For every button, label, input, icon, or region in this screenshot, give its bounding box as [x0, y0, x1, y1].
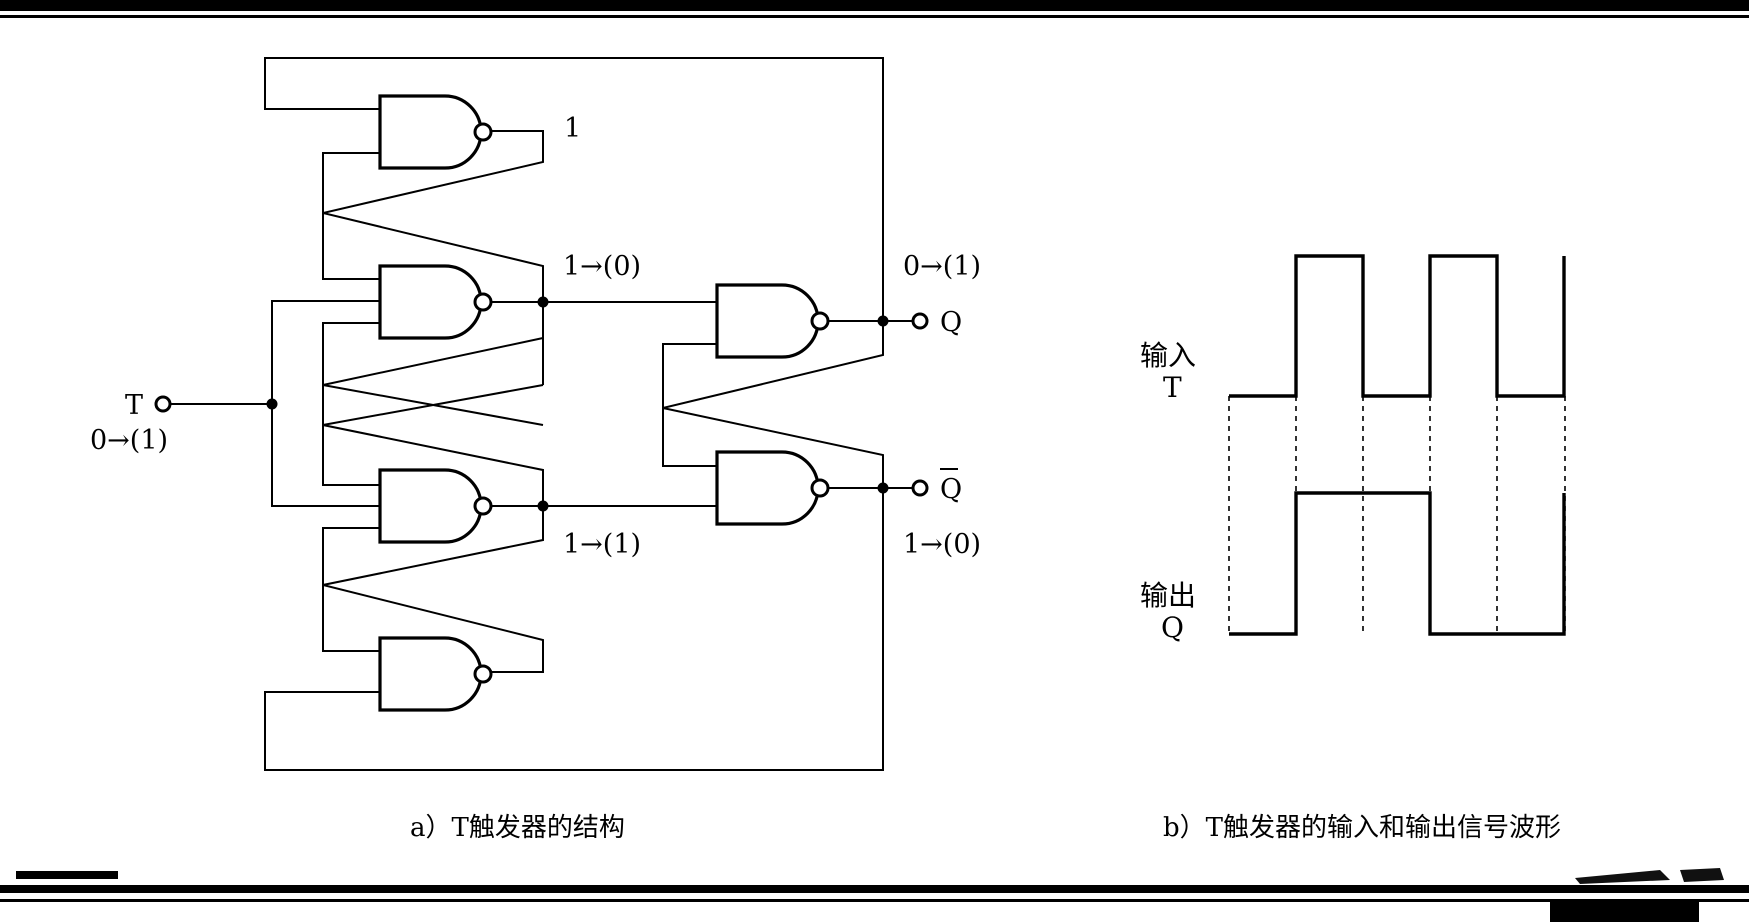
output-label-line2: Q — [1161, 611, 1184, 644]
caption-left: a）T触发器的结构 — [410, 813, 625, 843]
waveform-dashed-guides — [1228, 396, 1566, 634]
nand-gate-2 — [378, 264, 493, 340]
output-label-line1: 输出 — [1140, 579, 1196, 612]
label-qbar-pin: Q — [940, 474, 962, 505]
label-q-pin: Q — [940, 307, 962, 338]
circuit-diagram: 1 1→(0) 0→(1) Q T 0→(1) Q 1→(1) 1→(0) — [90, 57, 981, 771]
junction-dots — [266, 296, 889, 512]
nand-gate-5 — [715, 283, 830, 359]
nand-gate-4 — [378, 636, 493, 712]
output-waveform — [1229, 491, 1566, 636]
label-mid-upper-out: 1→(0) — [563, 251, 641, 282]
label-mid-lower-out: 1→(1) — [563, 529, 641, 560]
t-input-terminal — [154, 395, 172, 413]
label-t-input: T — [125, 390, 143, 421]
caption-right: b）T触发器的输入和输出信号波形 — [1163, 813, 1561, 843]
circuit-wires — [170, 57, 920, 771]
q-output-terminal — [911, 312, 929, 330]
label-q-out: 0→(1) — [903, 251, 981, 282]
nand-gate-3 — [378, 468, 493, 544]
label-t-transition: 0→(1) — [90, 425, 168, 456]
nand-gate-1 — [378, 94, 493, 170]
input-label-line1: 输入 — [1140, 339, 1196, 372]
input-waveform — [1229, 254, 1566, 398]
label-qbar-out: 1→(0) — [903, 529, 981, 560]
qbar-output-terminal — [911, 479, 929, 497]
label-top-gate-out: 1 — [564, 113, 581, 144]
input-label-line2: T — [1163, 371, 1182, 404]
waveform-diagram: 输入 T 输出 Q — [1140, 254, 1566, 644]
nand-gate-6 — [715, 450, 830, 526]
